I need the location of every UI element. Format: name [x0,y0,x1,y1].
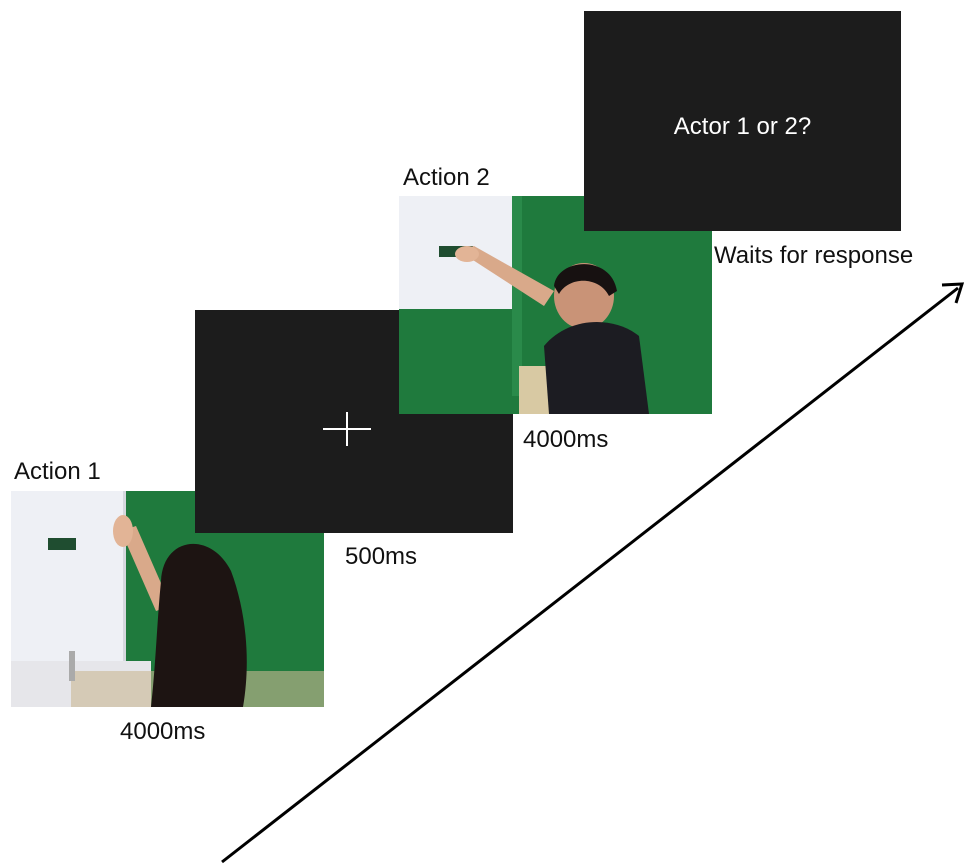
action-2-frame [399,196,712,414]
fixation-cross-icon [323,412,371,446]
action-2-title: Action 2 [403,164,490,191]
action-2-photo [399,196,712,414]
response-prompt: Actor 1 or 2? [673,113,812,140]
action-1-title: Action 1 [14,458,101,485]
response-screen: Actor 1 or 2? [584,11,901,231]
action-2-duration: 4000ms [523,426,609,453]
fixation-duration: 500ms [345,543,418,570]
response-caption: Waits for response [714,242,914,269]
action-1-photo [11,491,324,707]
action-1-duration: 4000ms [120,718,206,745]
action-1-frame [11,491,324,707]
